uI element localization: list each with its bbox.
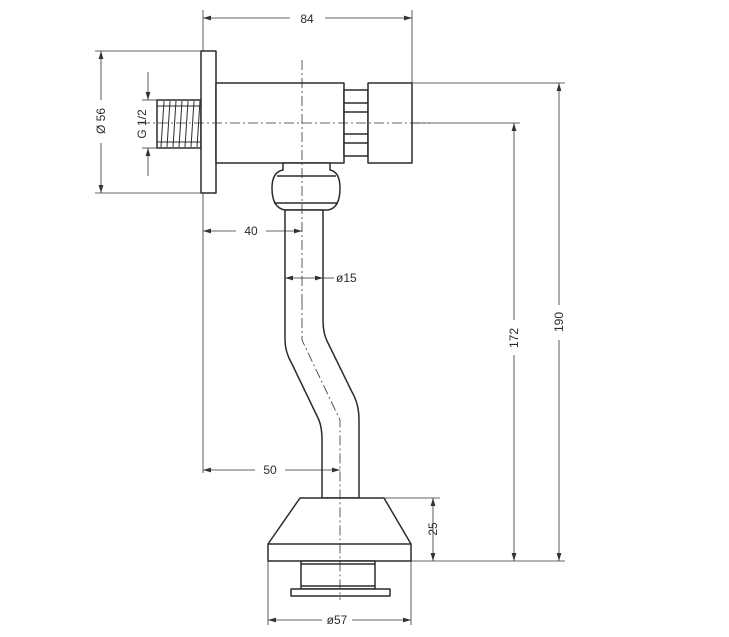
wall-flange — [200, 50, 217, 194]
dim-overall-width: 84 — [300, 12, 314, 26]
cone-connector — [267, 497, 412, 562]
dim-wall-plate-diameter: Ø 56 — [94, 108, 108, 134]
dim-pipe-diameter: ø15 — [336, 271, 357, 285]
union-nut — [271, 162, 341, 211]
dimension-labels: 84 Ø 56 G 1/2 40 ø15 50 172 190 25 ø57 — [94, 12, 566, 627]
center-lines — [140, 60, 430, 600]
dim-thread: G 1/2 — [135, 109, 149, 139]
valve-body-drawing — [156, 50, 413, 597]
threaded-inlet — [156, 99, 202, 149]
dimension-lines — [95, 10, 565, 625]
dim-height-to-cone: 172 — [507, 328, 521, 348]
dim-base-diameter: ø57 — [327, 613, 348, 627]
bottom-spigot — [290, 560, 391, 597]
dim-cone-height: 25 — [426, 522, 440, 536]
dim-offset-top: 40 — [244, 224, 258, 238]
flush-pipe — [284, 209, 360, 499]
dim-offset-bottom: 50 — [263, 463, 277, 477]
dim-overall-height: 190 — [552, 312, 566, 332]
